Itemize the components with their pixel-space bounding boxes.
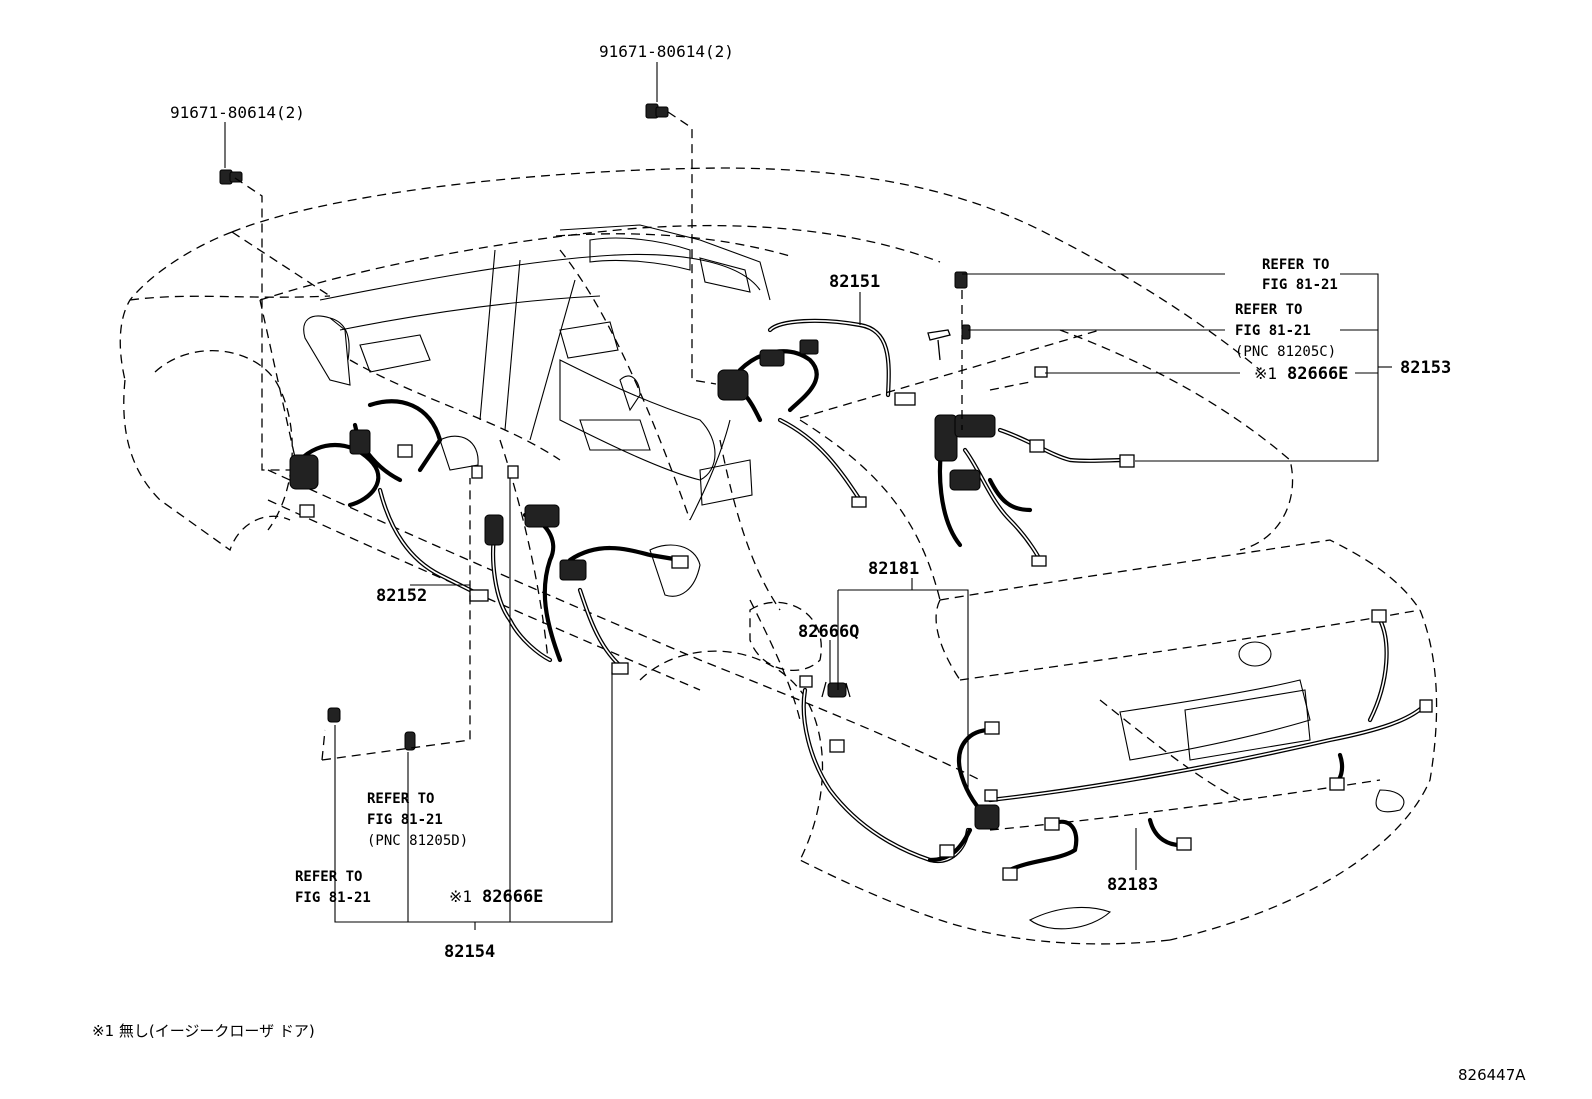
clip-82666e-left bbox=[471, 465, 483, 479]
label-refer-bot-2: REFER TO bbox=[295, 869, 362, 885]
label-82666e-top: 82666E bbox=[1287, 364, 1348, 384]
label-82181: 82181 bbox=[868, 559, 919, 579]
label-82154: 82154 bbox=[444, 942, 495, 962]
label-note-mark-top: ※1 bbox=[1254, 364, 1277, 383]
label-note-mark-bot: ※1 bbox=[449, 887, 472, 906]
bolt-top bbox=[645, 103, 669, 119]
label-refer-bot-1c: (PNC 81205D) bbox=[367, 833, 468, 849]
figure-id: 826447A bbox=[1458, 1066, 1526, 1084]
label-82153: 82153 bbox=[1400, 358, 1451, 378]
interior-dashboard bbox=[303, 224, 771, 597]
harness-82153 bbox=[927, 271, 1135, 567]
footnote: ※1 無し(イージークローザ ドア) bbox=[92, 1022, 315, 1040]
label-82183: 82183 bbox=[1107, 875, 1158, 895]
label-refer-bot-2b: FIG 81-21 bbox=[295, 890, 371, 906]
label-82151: 82151 bbox=[829, 272, 880, 292]
label-bolt-top: 91671-80614(2) bbox=[599, 42, 734, 61]
label-refer-top-1: REFER TO bbox=[1262, 257, 1329, 273]
clip-82666e-bottom bbox=[507, 465, 519, 479]
harness-82152 bbox=[289, 399, 489, 602]
harness-82181 bbox=[799, 675, 1000, 864]
harness-82183 bbox=[987, 609, 1433, 930]
bolt-left bbox=[219, 169, 243, 185]
label-refer-top-1b: FIG 81-21 bbox=[1262, 277, 1338, 293]
grommet-bottom-left bbox=[327, 707, 341, 723]
label-bolt-left: 91671-80614(2) bbox=[170, 103, 305, 122]
label-refer-top-2: REFER TO bbox=[1235, 302, 1302, 318]
leader-lines bbox=[224, 62, 1392, 930]
label-82152: 82152 bbox=[376, 586, 427, 606]
label-refer-top-2b: FIG 81-21 bbox=[1235, 323, 1311, 339]
label-82666e-bot: 82666E bbox=[482, 887, 543, 907]
harness-82151 bbox=[717, 318, 916, 508]
label-refer-top-2c: (PNC 81205C) bbox=[1235, 344, 1336, 360]
grommet-bottom bbox=[404, 731, 416, 751]
part-labels: 91671-80614(2) 91671-80614(2) 82151 REFE… bbox=[170, 42, 1451, 962]
bolts bbox=[219, 103, 669, 751]
harness-82154 bbox=[484, 504, 689, 675]
label-82666q: 82666Q bbox=[798, 622, 859, 642]
car-body-outline bbox=[119, 167, 1438, 945]
label-refer-bot-1b: FIG 81-21 bbox=[367, 812, 443, 828]
label-refer-bot-1: REFER TO bbox=[367, 791, 434, 807]
